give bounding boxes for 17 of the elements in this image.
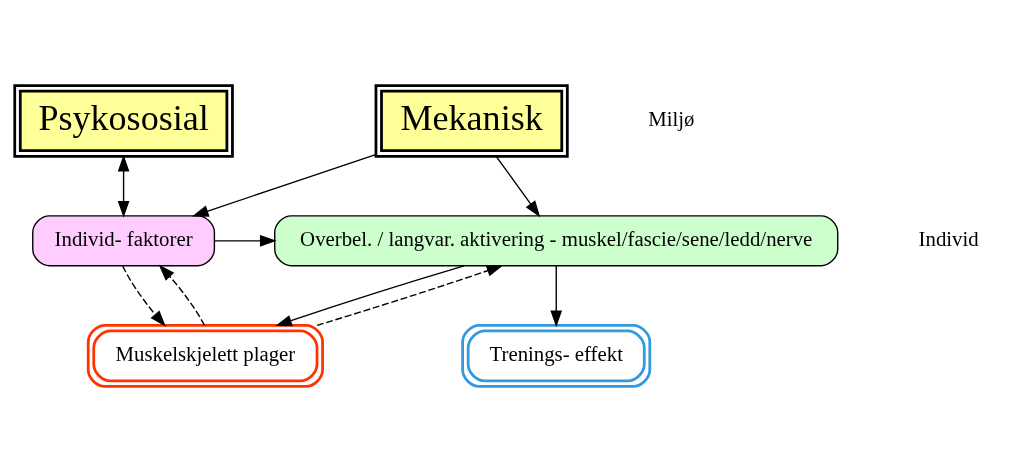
arrow bbox=[121, 264, 166, 327]
node-box: Mekanisk bbox=[374, 83, 569, 158]
node-box: Psykososial bbox=[12, 83, 234, 158]
arrow bbox=[213, 234, 277, 247]
node-box: Trenings- effekt bbox=[460, 323, 651, 388]
arrow bbox=[158, 264, 205, 326]
arrow bbox=[549, 264, 562, 327]
label: Individ bbox=[918, 226, 979, 250]
label: Miljø bbox=[647, 106, 694, 130]
arrow bbox=[274, 264, 465, 326]
node-box: Overbel. / langvar. aktivering - muskel/fascie/sene/ledd/nerve bbox=[273, 214, 838, 266]
node-box: Muskelskjelett plager bbox=[86, 323, 324, 388]
arrow bbox=[315, 264, 503, 326]
arrow bbox=[191, 153, 376, 217]
arrow bbox=[495, 155, 540, 217]
arrow bbox=[117, 154, 129, 218]
node-box: Individ- faktorer bbox=[31, 214, 215, 266]
